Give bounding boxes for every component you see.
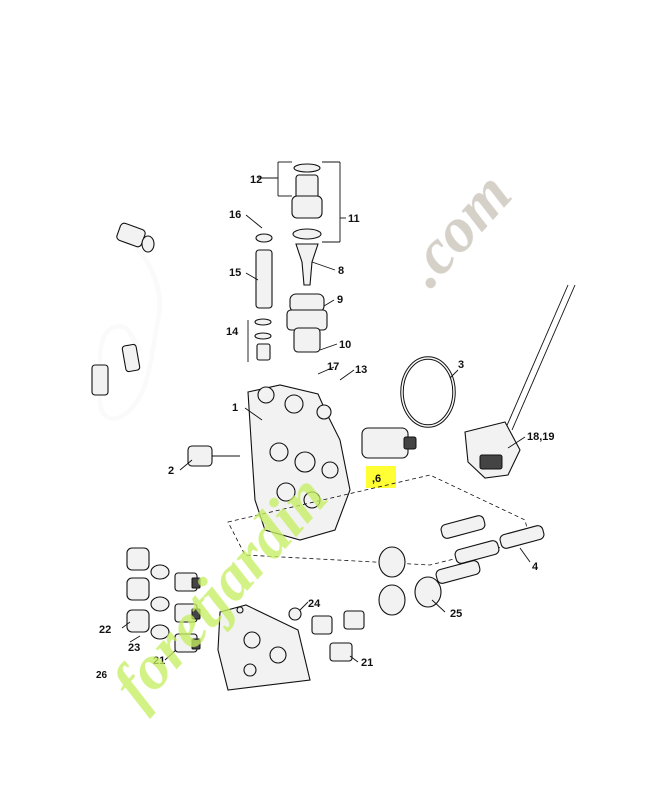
pressure-switch (464, 284, 576, 479)
svg-text:.com: .com (388, 158, 525, 299)
callout-labels: 12 11 16 15 8 9 14 10 17 13 3 1 18,19 2 … (96, 174, 555, 681)
callout-11: 11 (348, 213, 360, 225)
callout-8: 8 (338, 265, 344, 277)
pump-housing (217, 604, 311, 691)
callout-16: 16 (229, 209, 241, 221)
valve-seat-group (126, 547, 201, 653)
bypass-screw (187, 445, 240, 467)
callout-12: 12 (250, 174, 262, 186)
callout-3: 3 (458, 359, 464, 371)
callout-24: 24 (308, 598, 321, 610)
high-pressure-hose (91, 222, 162, 421)
callout-21-left: 21 (153, 655, 165, 667)
valve-stack-assembly (277, 161, 341, 353)
callout-6: ,6 (372, 473, 381, 485)
leader-lines (121, 177, 531, 663)
callout-1: 1 (232, 402, 238, 414)
unloader-valve (361, 427, 417, 488)
callout-18-19: 18,19 (527, 431, 555, 443)
callout-15: 15 (229, 267, 241, 279)
callout-2: 2 (168, 465, 174, 477)
piston-column (247, 233, 273, 362)
callout-13: 13 (355, 364, 367, 376)
callout-25: 25 (450, 608, 462, 620)
callout-10: 10 (339, 339, 351, 351)
callout-22: 22 (99, 624, 111, 636)
callout-21-right: 21 (361, 657, 373, 669)
callout-26: 26 (96, 670, 108, 681)
small-valves-right (288, 607, 365, 662)
callout-17: 17 (327, 361, 339, 373)
o-ring (400, 356, 456, 428)
seal-group (378, 515, 545, 616)
callout-9: 9 (337, 294, 343, 306)
callout-4: 4 (532, 561, 539, 573)
callout-14: 14 (226, 326, 239, 338)
callout-23: 23 (128, 642, 140, 654)
pump-head-body (247, 384, 351, 541)
callout-highlight (366, 466, 396, 488)
